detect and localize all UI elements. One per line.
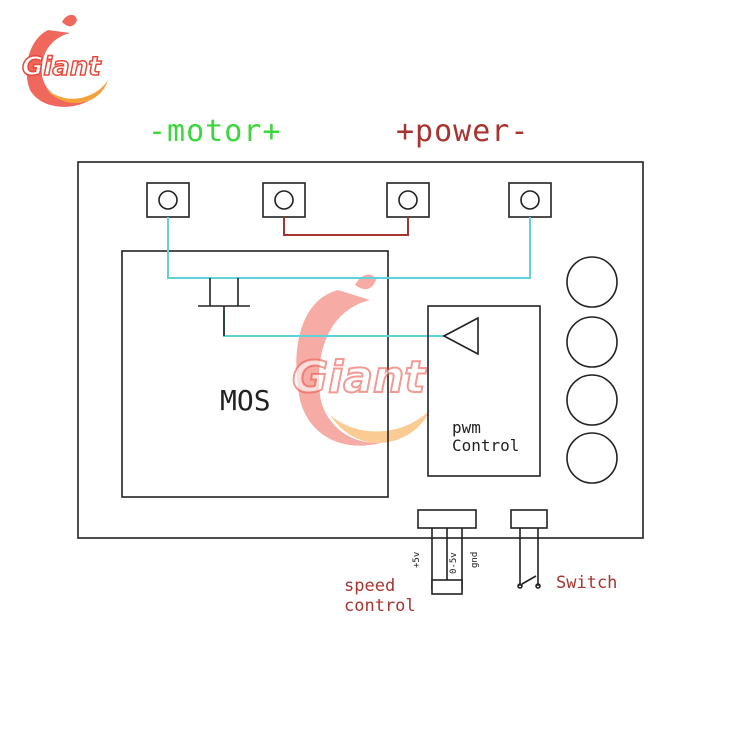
terminal-4: [508, 182, 552, 218]
terminal-2: [262, 182, 306, 218]
switch-label: Switch: [556, 573, 618, 593]
watermark-text: Giant: [291, 351, 426, 404]
board-outline: [77, 161, 644, 539]
power-wire: [283, 217, 409, 236]
terminal-3: [386, 182, 430, 218]
speed-connector: [417, 509, 477, 595]
pin-5v-label: +5v: [412, 551, 422, 568]
round-button-4: [566, 432, 618, 484]
motor-label: -motor+: [148, 114, 282, 149]
round-button-3: [566, 374, 618, 426]
speed-control-label-line2: control: [344, 596, 416, 616]
switch-connector: [510, 509, 548, 589]
mosfet-symbol: [198, 278, 250, 336]
terminal-1: [146, 182, 190, 218]
pin-gnd-label: gnd: [470, 551, 480, 568]
pwm-label-line1: pwm: [452, 418, 481, 437]
pwm-control-box: [427, 305, 541, 477]
pwm-triangle: [442, 316, 479, 356]
pin-05v-label: 0-5v: [449, 552, 459, 574]
speed-control-label-line1: speed: [344, 576, 396, 596]
signal-wire-motor: [167, 217, 531, 279]
brand-logo: [26, 14, 108, 107]
round-button-2: [566, 316, 618, 368]
logo-text: Giant: [21, 51, 101, 83]
mos-label: MOS: [220, 384, 271, 417]
mos-box: [121, 250, 389, 498]
pwm-label-line2: Control: [452, 436, 520, 455]
round-button-1: [566, 256, 618, 308]
power-label: +power-: [396, 114, 530, 149]
